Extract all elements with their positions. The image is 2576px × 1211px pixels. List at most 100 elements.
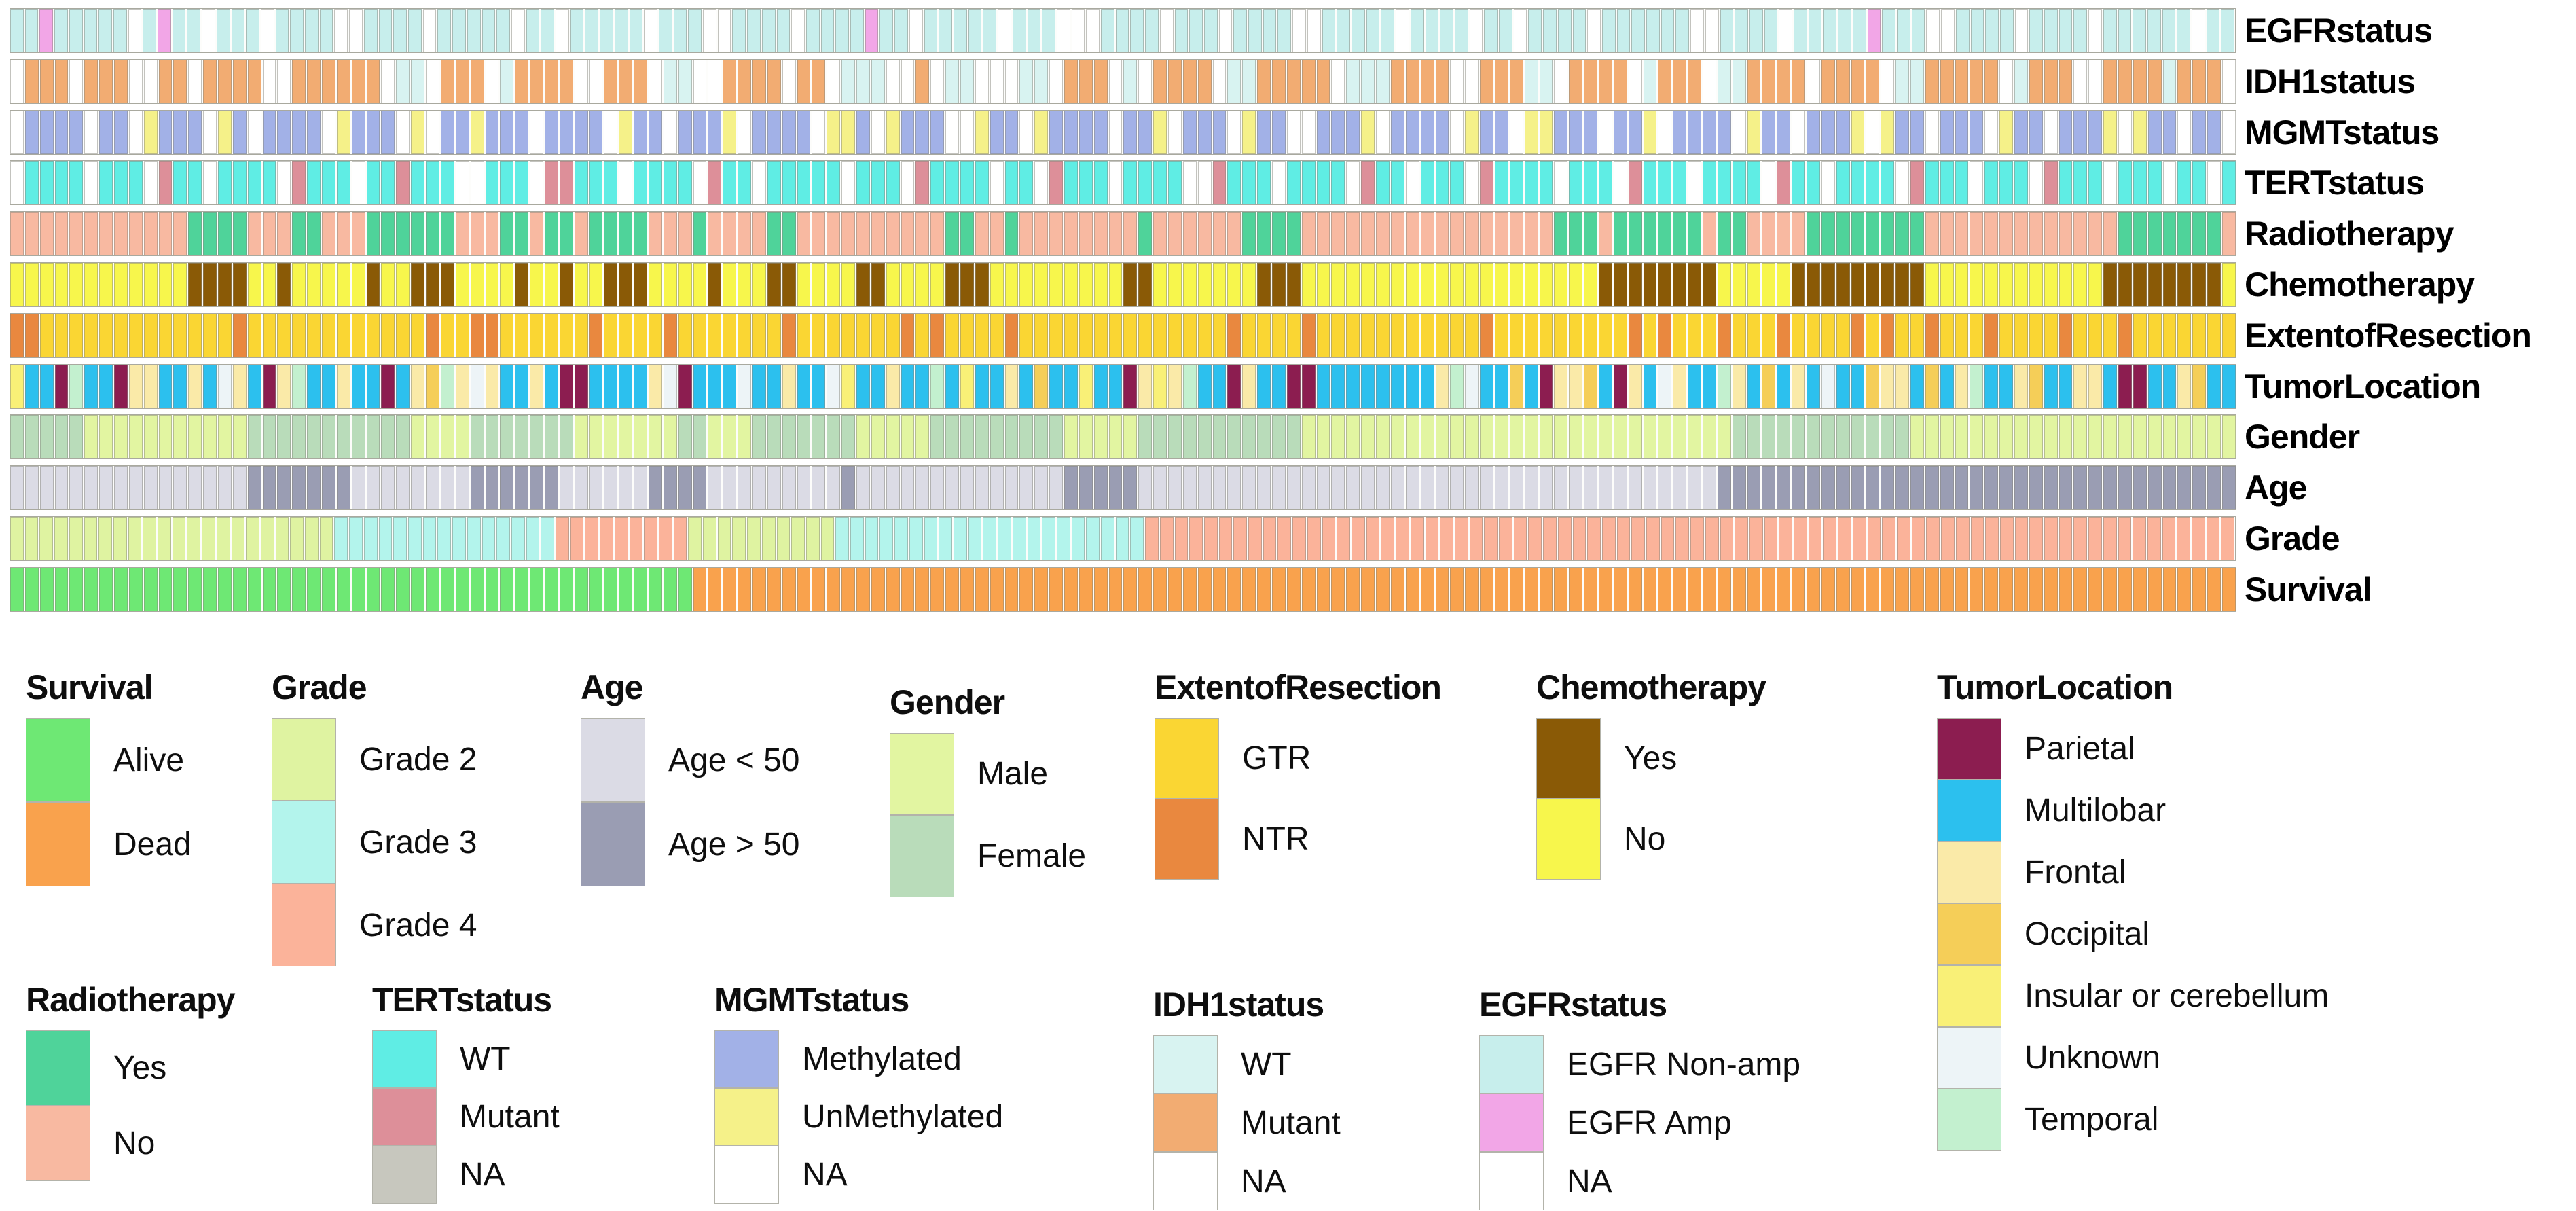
heatmap-cell bbox=[1925, 415, 1939, 458]
heatmap-cell bbox=[470, 415, 484, 458]
heatmap-cell bbox=[1598, 212, 1612, 255]
heatmap-cell bbox=[2162, 161, 2177, 204]
heatmap-cell bbox=[188, 568, 202, 611]
heatmap-cell bbox=[262, 161, 276, 204]
heatmap-cell bbox=[1836, 60, 1850, 103]
heatmap-cell bbox=[1643, 365, 1657, 408]
heatmap-cell bbox=[1004, 161, 1019, 204]
heatmap-cell bbox=[54, 111, 69, 154]
heatmap-cell bbox=[203, 365, 217, 408]
heatmap-cell bbox=[1286, 415, 1301, 458]
heatmap-cell bbox=[2029, 466, 2043, 509]
heatmap-cell bbox=[351, 161, 365, 204]
heatmap-cell bbox=[1970, 415, 1984, 458]
heatmap-cell bbox=[1643, 161, 1657, 204]
heatmap-cell bbox=[1064, 212, 1078, 255]
heatmap-cell bbox=[1821, 314, 1835, 357]
heatmap-cell bbox=[69, 415, 84, 458]
heatmap-cell bbox=[1227, 161, 1241, 204]
heatmap-cell bbox=[1643, 568, 1657, 611]
heatmap-cell bbox=[1732, 161, 1746, 204]
heatmap-cell bbox=[1528, 517, 1542, 560]
heatmap-cell bbox=[172, 9, 186, 52]
heatmap-cell bbox=[1554, 212, 1568, 255]
heatmap-cell bbox=[84, 415, 98, 458]
heatmap-cell bbox=[99, 161, 113, 204]
heatmap-cell bbox=[2073, 161, 2088, 204]
heatmap-cell bbox=[738, 263, 751, 306]
heatmap-cell bbox=[1182, 60, 1197, 103]
heatmap-cell bbox=[1197, 161, 1212, 204]
heatmap-cell bbox=[1086, 9, 1100, 52]
heatmap-cell bbox=[2118, 365, 2132, 408]
heatmap-cell bbox=[1569, 568, 1583, 611]
heatmap-cell bbox=[1153, 161, 1167, 204]
heatmap-cell bbox=[1227, 263, 1241, 306]
heatmap-cell bbox=[1732, 263, 1746, 306]
heatmap-cell bbox=[143, 60, 158, 103]
heatmap-cell bbox=[2088, 263, 2103, 306]
heatmap-cell bbox=[411, 161, 425, 204]
heatmap-cell bbox=[604, 415, 618, 458]
heatmap-cell bbox=[39, 60, 54, 103]
heatmap-cell bbox=[247, 466, 261, 509]
heatmap-cell bbox=[1881, 314, 1895, 357]
heatmap-cell bbox=[2014, 60, 2028, 103]
heatmap-cell bbox=[500, 212, 514, 255]
heatmap-cell bbox=[1115, 517, 1129, 560]
heatmap-cell bbox=[634, 161, 647, 204]
heatmap-cell bbox=[678, 111, 692, 154]
heatmap-cell bbox=[886, 161, 900, 204]
heatmap-cell bbox=[2133, 9, 2146, 52]
heatmap-cell bbox=[1153, 212, 1167, 255]
heatmap-cell bbox=[349, 517, 363, 560]
heatmap-cell bbox=[1749, 517, 1763, 560]
heatmap-cell bbox=[1233, 517, 1248, 560]
heatmap-cell bbox=[1554, 111, 1568, 154]
heatmap-cell bbox=[69, 517, 83, 560]
legend-label: Temporal bbox=[2025, 1102, 2159, 1138]
heatmap-cell bbox=[114, 314, 128, 357]
heatmap-cell bbox=[128, 9, 142, 52]
heatmap-cell bbox=[1524, 263, 1538, 306]
heatmap-cell bbox=[767, 568, 781, 611]
heatmap-cell bbox=[1390, 466, 1404, 509]
heatmap-cell bbox=[218, 415, 232, 458]
heatmap-cell bbox=[648, 161, 662, 204]
heatmap-cell bbox=[2103, 60, 2118, 103]
heatmap-cell bbox=[128, 263, 143, 306]
legend-swatch bbox=[372, 1146, 437, 1204]
heatmap-cell bbox=[1910, 263, 1924, 306]
heatmap-cell bbox=[1286, 263, 1301, 306]
heatmap-cell bbox=[1792, 365, 1805, 408]
heatmap-cell bbox=[2088, 568, 2103, 611]
heatmap-cell bbox=[2029, 314, 2043, 357]
heatmap-cell bbox=[1895, 568, 1909, 611]
heatmap-cell bbox=[1440, 517, 1453, 560]
heatmap-cell bbox=[1852, 9, 1866, 52]
heatmap-cell bbox=[1435, 212, 1449, 255]
heatmap-cell bbox=[1970, 314, 1984, 357]
heatmap-cell bbox=[1108, 212, 1123, 255]
heatmap-cell bbox=[812, 365, 826, 408]
heatmap-cell bbox=[2192, 415, 2207, 458]
heatmap-cell bbox=[1554, 314, 1568, 357]
heatmap-cell bbox=[812, 60, 826, 103]
heatmap-cell bbox=[629, 517, 643, 560]
heatmap-cell bbox=[143, 415, 158, 458]
heatmap-cell bbox=[2177, 212, 2192, 255]
heatmap-cell bbox=[1569, 263, 1583, 306]
heatmap-cell bbox=[1690, 517, 1704, 560]
heatmap-cell bbox=[1673, 365, 1687, 408]
heatmap-cell bbox=[1440, 9, 1453, 52]
heatmap-cell bbox=[247, 161, 261, 204]
heatmap-cell bbox=[1572, 517, 1586, 560]
heatmap-cell bbox=[1064, 314, 1078, 357]
heatmap-cell bbox=[812, 466, 826, 509]
heatmap-cell bbox=[143, 466, 158, 509]
heatmap-cell bbox=[663, 365, 677, 408]
heatmap-cell bbox=[1613, 415, 1627, 458]
heatmap-cell bbox=[663, 212, 677, 255]
heatmap-cell bbox=[381, 111, 395, 154]
heatmap-cell bbox=[232, 415, 247, 458]
